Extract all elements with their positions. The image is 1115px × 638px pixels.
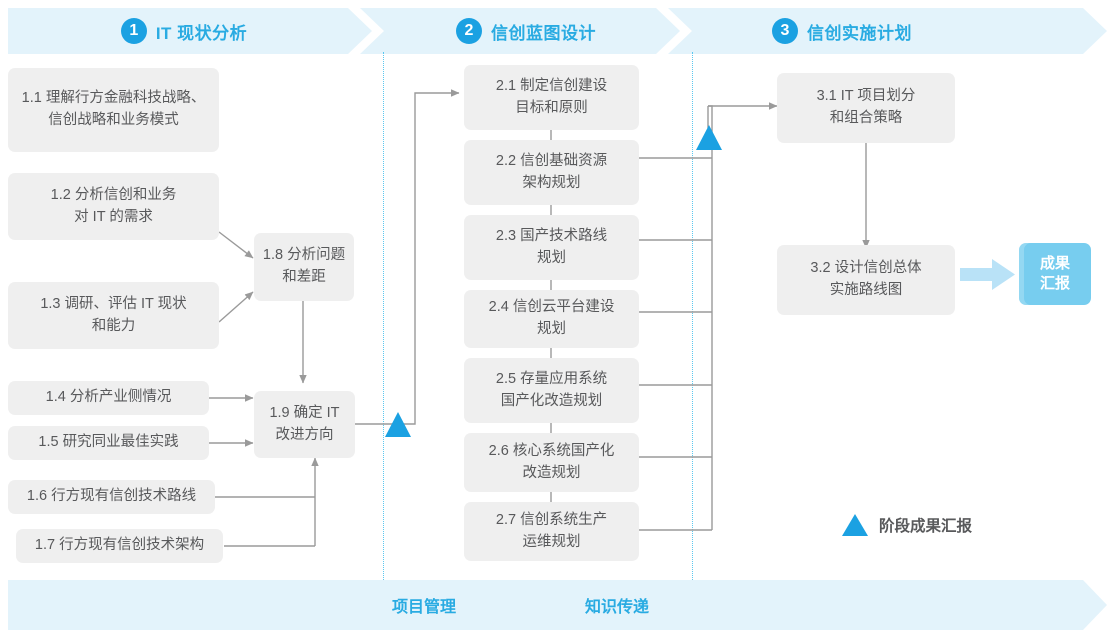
phase-header-banner: 1 IT 现状分析 2 信创蓝图设计 3 信创实施计划 [8,8,1107,54]
task-box-2-7[interactable]: 2.7 信创系统生产 运维规划 [464,502,639,561]
phase-item-2[interactable]: 2 信创蓝图设计 [384,8,668,54]
result-arrow-icon [960,259,1015,290]
footer-label-project-management: 项目管理 [392,599,457,616]
wire-bus-top [708,105,713,127]
footer-label-knowledge-transfer: 知识传递 [585,599,650,616]
phase-banner-shape [8,8,1107,54]
task-box-2-1[interactable]: 2.1 制定信创建设 目标和原则 [464,65,639,130]
legend: 阶段成果汇报 [842,514,972,536]
phase-number-badge: 1 [120,18,147,44]
phase-label: 信创蓝图设计 [491,23,596,43]
task-box-2-4[interactable]: 2.4 信创云平台建设 规划 [464,290,639,348]
task-box-1-2[interactable]: 1.2 分析信创和业务 对 IT 的需求 [8,173,219,240]
footer-banner-shape [8,580,1107,630]
result-report-badge[interactable]: 成果 汇报 [1019,243,1091,305]
phase-label: 信创实施计划 [807,23,912,43]
task-box-1-7[interactable]: 1.7 行方现有信创技术架构 [16,529,223,563]
milestone-triangle-phase1 [385,412,411,437]
phase-item-1[interactable]: 1 IT 现状分析 [8,8,360,54]
legend-label: 阶段成果汇报 [879,518,973,535]
task-box-2-3[interactable]: 2.3 国产技术路线 规划 [464,215,639,280]
task-box-1-3[interactable]: 1.3 调研、评估 IT 现状 和能力 [8,282,219,349]
phase-item-3[interactable]: 3 信创实施计划 [692,8,992,54]
triangle-icon [842,514,868,536]
task-box-1-4[interactable]: 1.4 分析产业侧情况 [8,381,209,415]
task-box-3-2[interactable]: 3.2 设计信创总体 实施路线图 [777,245,955,315]
milestone-triangle-phase2 [696,125,722,150]
task-box-3-1[interactable]: 3.1 IT 项目划分 和组合策略 [777,73,955,143]
phase-number-badge: 2 [456,18,482,44]
task-box-2-6[interactable]: 2.6 核心系统国产化 改造规划 [464,433,639,492]
task-box-2-2[interactable]: 2.2 信创基础资源 架构规划 [464,140,639,205]
task-box-1-9[interactable]: 1.9 确定 IT 改进方向 [254,391,355,458]
phase-number-badge: 3 [772,18,798,44]
task-box-2-5[interactable]: 2.5 存量应用系统 国产化改造规划 [464,358,639,423]
task-box-1-8[interactable]: 1.8 分析问题 和差距 [254,233,354,301]
phase-divider-2 [692,52,693,580]
wire-1-9-to-2-1 [355,89,460,425]
task-box-1-1[interactable]: 1.1 理解行方金融科技战略、 信创战略和业务模式 [8,68,219,152]
task-box-1-6[interactable]: 1.6 行方现有信创技术路线 [8,480,215,514]
task-box-1-5[interactable]: 1.5 研究同业最佳实践 [8,426,209,460]
wire-1-3-to-1-8 [218,291,254,323]
footer-banner: 项目管理 知识传递 [8,580,1107,630]
wire-1-2-to-1-8 [218,231,254,259]
phase-label: IT 现状分析 [155,23,248,43]
phase-divider-1 [383,52,384,580]
